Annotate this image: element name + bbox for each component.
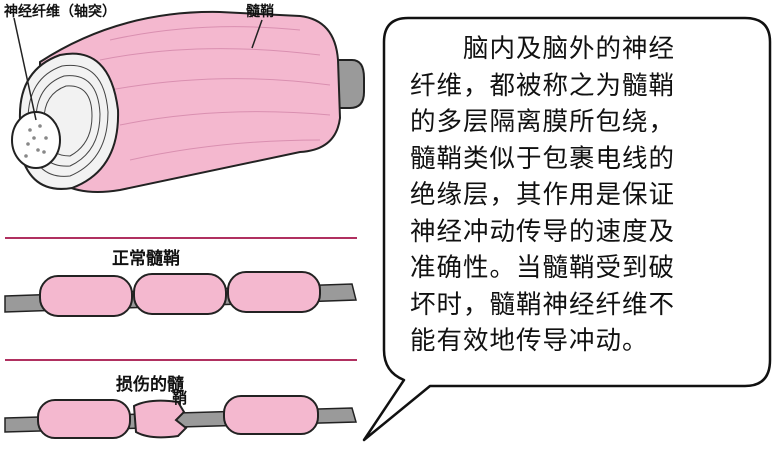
speech-bubble [362,16,772,442]
bubble-line: 神经冲动传导的速度及 [410,216,676,247]
bubble-line: 纤维，都被称之为髓鞘 [410,70,676,101]
bubble-line: 髓鞘类似于包裹电线的 [410,143,676,174]
myelin-segment [223,395,319,435]
damaged-segment [132,399,188,439]
normal-myelin-label: 正常髓鞘 [112,249,180,269]
axon-cross-section [11,111,61,169]
bubble-line: 坏时，髓鞘神经纤维不 [410,289,676,320]
bubble-line: 能有效地传导冲动。 [410,326,649,356]
damaged-myelin-row [4,395,357,439]
nerve-fiber-illustration [11,10,365,193]
damaged-myelin-label-cont: 鞘 [172,389,188,407]
myelin-segment [133,273,227,315]
pointer-myelin [251,19,263,49]
myelin-segment [227,271,321,313]
myelin-label: 髓鞘 [246,4,274,20]
damaged-myelin-label: 损伤的髓 [116,375,184,395]
normal-myelin-row [4,271,357,317]
myelin-segment [39,275,133,317]
bubble-text: 脑内及脑外的神经 纤维，都被称之为髓鞘 的多层隔离膜所包绕， 髓鞘类似于包裹电线… [410,31,750,360]
nerve-fiber-label: 神经纤维（轴突） [4,4,116,20]
pointer-fiber [13,17,37,121]
myelin-segment [37,399,131,439]
bubble-line: 绝缘层，其作用是保证 [410,180,676,210]
bubble-line: 准确性。当髓鞘受到破 [410,253,676,283]
bubble-line: 的多层隔离膜所包绕， [410,107,676,137]
bubble-line: 脑内及脑外的神经 [410,34,676,64]
